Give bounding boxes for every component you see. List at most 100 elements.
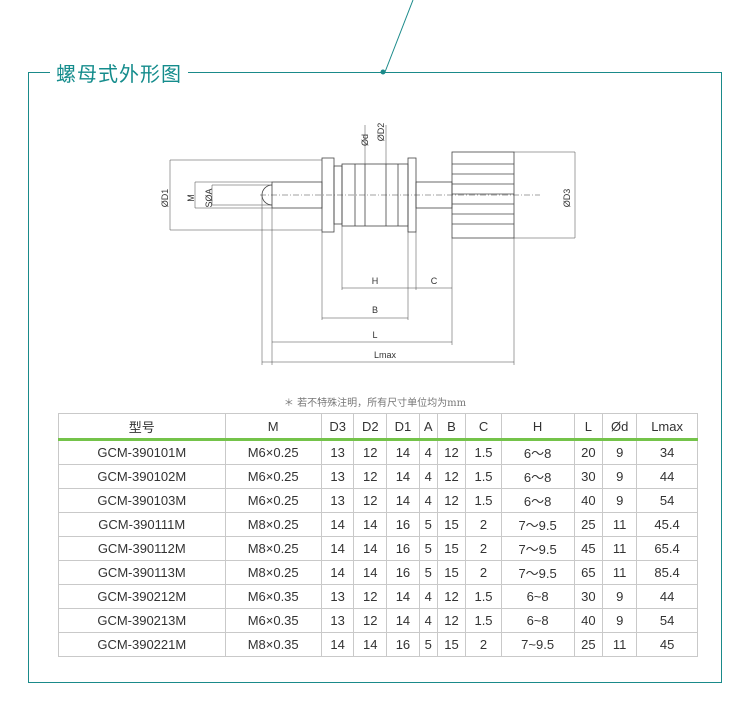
- page-title: 螺母式外形图: [50, 58, 188, 87]
- table-cell: 30: [574, 464, 604, 489]
- table-cell: 16: [386, 632, 420, 657]
- table-cell: 12: [437, 488, 467, 513]
- label-d3: ØD3: [562, 189, 572, 208]
- label-d2: ØD2: [376, 123, 386, 142]
- table-cell: 12: [353, 488, 388, 513]
- label-lmax: Lmax: [374, 350, 397, 360]
- table-cell: 44: [636, 464, 698, 489]
- table-cell: 1.5: [465, 488, 502, 513]
- table-cell: M6×0.25: [225, 464, 322, 489]
- table-cell: 11: [602, 512, 638, 537]
- table-cell: 14: [386, 608, 420, 633]
- table-cell: 25: [574, 512, 604, 537]
- table-cell: 14: [321, 632, 355, 657]
- table-cell: M6×0.35: [225, 584, 322, 609]
- table-cell: 13: [321, 439, 355, 465]
- table-cell: 9: [602, 464, 638, 489]
- col-header: 型号: [58, 413, 226, 441]
- table-cell: 6～8: [501, 439, 575, 465]
- table-cell: 2: [465, 632, 502, 657]
- table-cell: GCM-390113M: [58, 560, 226, 585]
- table-cell: 2: [465, 512, 502, 537]
- table-cell: 1.5: [465, 464, 502, 489]
- label-d: Ød: [360, 134, 370, 146]
- table-cell: 11: [602, 536, 638, 561]
- table-cell: 65.4: [636, 536, 698, 561]
- table-cell: 20: [574, 439, 604, 465]
- table-cell: 5: [419, 560, 438, 585]
- nut-type-outline-drawing: ØD1 M SØA Ød ØD2 ØD3 H C B L Lmax: [160, 123, 576, 365]
- table-cell: 9: [602, 488, 638, 513]
- table-cell: 15: [437, 632, 467, 657]
- col-header: D1: [386, 413, 420, 441]
- table-cell: 16: [386, 536, 420, 561]
- table-cell: 9: [602, 439, 638, 465]
- table-cell: 40: [574, 488, 604, 513]
- table-cell: M6×0.25: [225, 439, 322, 465]
- label-l: L: [372, 330, 377, 340]
- table-header-row: 型号 M D3 D2 D1 A B C H L Ød Lmax: [58, 413, 698, 441]
- table-cell: 13: [321, 464, 355, 489]
- table-cell: 54: [636, 608, 698, 633]
- table-cell: 2: [465, 560, 502, 585]
- table-cell: 14: [386, 439, 420, 465]
- table-cell: M8×0.35: [225, 632, 322, 657]
- table-cell: 4: [419, 488, 438, 513]
- table-cell: 13: [321, 584, 355, 609]
- table-cell: 14: [321, 512, 355, 537]
- table-cell: 45: [574, 536, 604, 561]
- col-header: Lmax: [636, 413, 698, 441]
- label-c: C: [431, 276, 438, 286]
- table-cell: 12: [437, 608, 467, 633]
- table-cell: 16: [386, 512, 420, 537]
- label-sa: SØA: [204, 188, 214, 207]
- table-cell: 6～8: [501, 464, 575, 489]
- table-cell: 1.5: [465, 584, 502, 609]
- table-cell: 12: [437, 439, 467, 465]
- table-cell: 4: [419, 584, 438, 609]
- table-cell: GCM-390212M: [58, 584, 226, 609]
- table-cell: GCM-390101M: [58, 439, 226, 465]
- table-cell: 12: [353, 464, 388, 489]
- table-cell: 1.5: [465, 439, 502, 465]
- table-cell: 13: [321, 608, 355, 633]
- table-cell: 14: [353, 632, 388, 657]
- table-cell: 12: [353, 584, 388, 609]
- table-cell: GCM-390213M: [58, 608, 226, 633]
- table-cell: 85.4: [636, 560, 698, 585]
- table-cell: 4: [419, 608, 438, 633]
- table-cell: M8×0.25: [225, 560, 322, 585]
- table-cell: 12: [353, 608, 388, 633]
- table-cell: 7～9.5: [501, 536, 575, 561]
- table-cell: 4: [419, 439, 438, 465]
- table-cell: GCM-390221M: [58, 632, 226, 657]
- table-cell: 14: [386, 584, 420, 609]
- table-cell: GCM-390111M: [58, 512, 226, 537]
- table-cell: 2: [465, 536, 502, 561]
- table-cell: 12: [437, 584, 467, 609]
- table-cell: 14: [386, 488, 420, 513]
- table-cell: 44: [636, 584, 698, 609]
- table-cell: 9: [602, 608, 638, 633]
- table-cell: 13: [321, 488, 355, 513]
- col-header: Ød: [602, 413, 638, 441]
- col-header: C: [465, 413, 502, 441]
- table-cell: 16: [386, 560, 420, 585]
- table-cell: 14: [321, 536, 355, 561]
- label-b: B: [372, 305, 378, 315]
- col-header: D3: [321, 413, 355, 441]
- label-d1: ØD1: [160, 189, 170, 208]
- table-cell: 1.5: [465, 608, 502, 633]
- table-cell: GCM-390103M: [58, 488, 226, 513]
- table-cell: 7～9.5: [501, 512, 575, 537]
- table-cell: 14: [321, 560, 355, 585]
- col-header: A: [419, 413, 438, 441]
- table-cell: GCM-390112M: [58, 536, 226, 561]
- table-cell: M8×0.25: [225, 512, 322, 537]
- col-header: D2: [353, 413, 388, 441]
